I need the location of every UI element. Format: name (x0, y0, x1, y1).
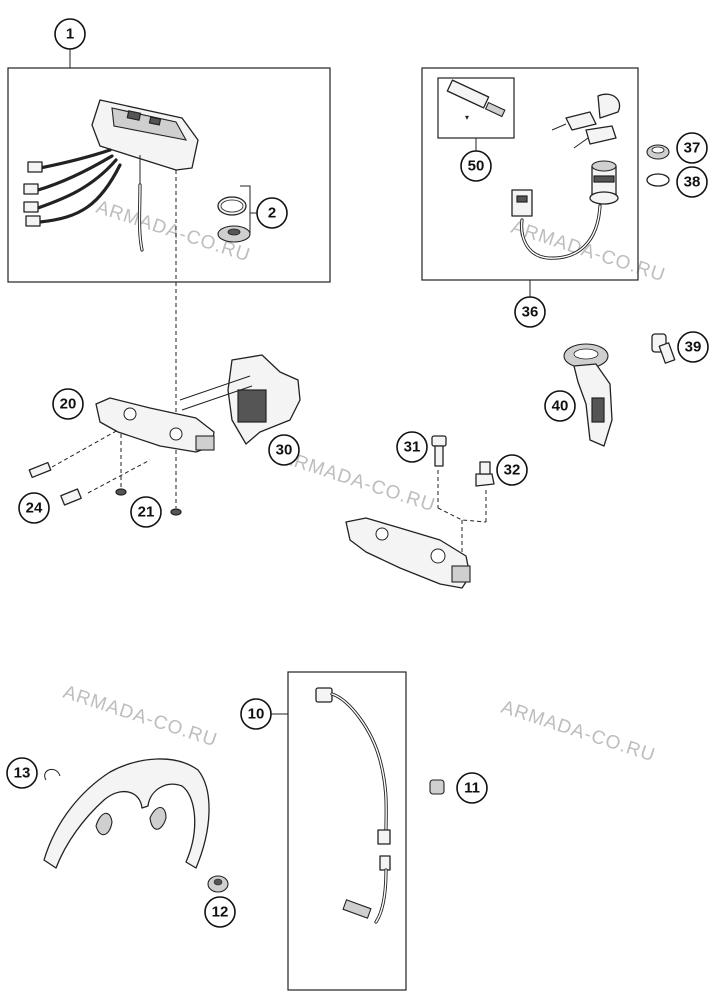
svg-text:30: 30 (276, 442, 293, 459)
svg-text:50: 50 (468, 158, 485, 175)
svg-text:36: 36 (522, 304, 539, 321)
svg-text:13: 13 (14, 765, 31, 782)
brake-disc-icon (43, 758, 210, 869)
nut-icon (207, 875, 229, 893)
svg-text:32: 32 (504, 462, 521, 479)
callout-12: 12 (204, 896, 236, 928)
callout-39: 39 (677, 331, 709, 363)
key-icon (651, 333, 676, 364)
grommet-icon (217, 225, 251, 243)
svg-text:37: 37 (684, 140, 701, 157)
svg-text:24: 24 (26, 500, 43, 517)
svg-text:11: 11 (464, 780, 480, 797)
svg-text:20: 20 (60, 396, 77, 413)
callout-21: 21 (130, 496, 162, 528)
callout-24: 24 (18, 492, 50, 524)
watermark: ARMADA-CO.RU (60, 682, 219, 752)
svg-text:39: 39 (685, 339, 702, 356)
group-frame-sensor (287, 671, 407, 991)
callout-37: 37 (676, 132, 708, 164)
callout-13: 13 (6, 757, 38, 789)
key-icon (551, 93, 621, 149)
callout-20: 20 (52, 388, 84, 420)
svg-text:21: 21 (138, 504, 155, 521)
svg-text:▾: ▾ (465, 113, 469, 122)
snap-ring-icon (44, 768, 61, 781)
lower-bracket-icon (345, 517, 471, 589)
bolt-icon (28, 461, 82, 506)
group-frame-instrument (7, 67, 331, 283)
screw-icon (115, 488, 182, 516)
callout-40: 40 (544, 390, 576, 422)
callout-10: 10 (240, 698, 272, 730)
svg-text:40: 40 (552, 398, 569, 415)
speedometer-icon (23, 99, 199, 252)
ignition-switch-icon (511, 160, 619, 260)
svg-text:1: 1 (66, 26, 74, 43)
o-ring-icon (217, 196, 247, 216)
svg-text:2: 2 (268, 205, 276, 222)
svg-text:12: 12 (212, 904, 229, 921)
watermark: ARMADA-CO.RU (498, 697, 657, 767)
callout-50: 50 (460, 150, 492, 182)
bolt-icon (431, 435, 447, 467)
lock-cylinder-icon: ▾ (446, 79, 506, 122)
callout-2: 2 (256, 197, 288, 229)
callout-11: 11 (456, 772, 488, 804)
speed-sensor-cable-icon (315, 687, 391, 924)
svg-text:38: 38 (684, 174, 701, 191)
callout-30: 30 (268, 434, 300, 466)
instrument-bracket-icon (95, 354, 301, 453)
callout-32: 32 (496, 454, 528, 486)
callout-31: 31 (396, 431, 428, 463)
svg-text:31: 31 (404, 439, 421, 456)
callout-36: 36 (514, 296, 546, 328)
ring-icon (646, 144, 670, 187)
callout-1: 1 (54, 18, 86, 50)
lock-housing-icon (563, 343, 613, 447)
callout-38: 38 (676, 166, 708, 198)
svg-text:10: 10 (248, 706, 265, 723)
nut-icon (475, 461, 495, 487)
clip-icon (429, 779, 445, 795)
